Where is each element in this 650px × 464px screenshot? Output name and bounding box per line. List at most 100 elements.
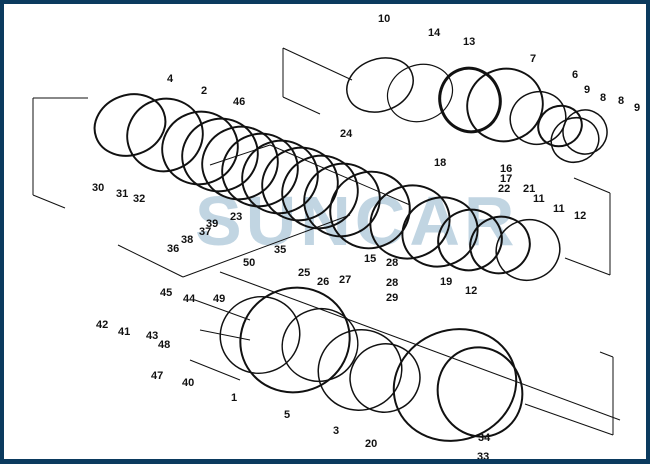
- part-callout-47[interactable]: 47: [151, 370, 163, 382]
- ring-part: [495, 219, 561, 281]
- part-callout-29[interactable]: 29: [386, 292, 398, 304]
- guide-line: [219, 271, 621, 421]
- part-callout-39[interactable]: 39: [206, 218, 218, 230]
- part-callout-13[interactable]: 13: [463, 36, 475, 48]
- part-callout-12[interactable]: 12: [574, 210, 586, 222]
- part-callout-38[interactable]: 38: [181, 234, 193, 246]
- part-callout-50[interactable]: 50: [243, 257, 255, 269]
- part-callout-45[interactable]: 45: [160, 287, 172, 299]
- guide-line: [194, 299, 251, 321]
- part-callout-9[interactable]: 9: [584, 84, 590, 96]
- ring-part: [369, 184, 451, 260]
- ring-part: [466, 67, 544, 143]
- ring-part: [386, 63, 454, 123]
- part-callout-44[interactable]: 44: [183, 293, 196, 305]
- guide-line: [524, 403, 614, 436]
- part-callout-2[interactable]: 2: [201, 85, 207, 97]
- ring-part: [219, 296, 301, 374]
- guide-line: [282, 47, 353, 81]
- part-callout-25[interactable]: 25: [298, 267, 310, 279]
- ring-part: [392, 328, 518, 442]
- guide-line: [564, 257, 611, 276]
- part-callout-42[interactable]: 42: [96, 319, 108, 331]
- part-callout-28[interactable]: 28: [386, 277, 398, 289]
- ring-part: [281, 308, 359, 382]
- part-callout-11[interactable]: 11: [533, 193, 545, 205]
- part-callout-28[interactable]: 28: [386, 257, 398, 269]
- watermark: SUNCAR: [195, 182, 518, 260]
- part-callout-16[interactable]: 16: [500, 163, 512, 175]
- part-callout-17[interactable]: 17: [500, 173, 512, 185]
- guide-line: [182, 214, 351, 278]
- ring-part: [93, 93, 167, 157]
- part-callout-18[interactable]: 18: [434, 157, 446, 169]
- guide-line: [599, 351, 614, 358]
- part-callout-37[interactable]: 37: [199, 226, 211, 238]
- part-callout-34[interactable]: 34: [478, 432, 491, 444]
- part-callout-40[interactable]: 40: [182, 377, 194, 389]
- part-callout-35[interactable]: 35: [274, 244, 286, 256]
- guide-line: [117, 244, 184, 278]
- ring-part: [239, 286, 351, 394]
- ring-part: [438, 66, 502, 134]
- ring-part: [221, 132, 299, 208]
- part-callout-1[interactable]: 1: [231, 392, 237, 404]
- ring-part: [329, 170, 411, 250]
- guide-line: [32, 194, 66, 209]
- part-callout-10[interactable]: 10: [378, 13, 390, 25]
- part-callout-21[interactable]: 21: [523, 183, 535, 195]
- part-callout-43[interactable]: 43: [146, 330, 158, 342]
- ring-part: [261, 146, 339, 222]
- guide-line: [199, 329, 251, 341]
- part-callout-30[interactable]: 30: [92, 182, 104, 194]
- part-callout-31[interactable]: 31: [116, 188, 128, 200]
- ring-part: [469, 215, 531, 275]
- ring-part: [201, 125, 279, 201]
- ring-part: [181, 117, 259, 193]
- guide-line: [209, 144, 271, 166]
- ring-part: [401, 196, 479, 268]
- part-callout-6[interactable]: 6: [572, 69, 578, 81]
- part-callout-48[interactable]: 48: [158, 339, 170, 351]
- guide-line: [573, 177, 611, 194]
- part-callout-22[interactable]: 22: [498, 183, 510, 195]
- part-callout-12[interactable]: 12: [465, 285, 477, 297]
- ring-part: [550, 117, 600, 163]
- ring-part: [562, 109, 608, 155]
- ring-part: [161, 110, 239, 186]
- ring-part: [436, 346, 524, 438]
- guide-line: [282, 96, 321, 115]
- part-callout-19[interactable]: 19: [440, 276, 452, 288]
- part-callout-32[interactable]: 32: [133, 193, 145, 205]
- ring-part: [349, 343, 421, 413]
- ring-part: [241, 139, 319, 215]
- ring-part: [303, 162, 381, 238]
- ring-part: [126, 97, 204, 173]
- part-callout-7[interactable]: 7: [530, 53, 536, 65]
- part-callout-14[interactable]: 14: [428, 27, 441, 39]
- part-callout-4[interactable]: 4: [167, 73, 174, 85]
- part-callout-36[interactable]: 36: [167, 243, 179, 255]
- part-callout-8[interactable]: 8: [600, 92, 606, 104]
- part-callout-5[interactable]: 5: [284, 409, 290, 421]
- part-callout-41[interactable]: 41: [118, 326, 130, 338]
- part-callout-15[interactable]: 15: [364, 253, 376, 265]
- part-callout-49[interactable]: 49: [213, 293, 225, 305]
- part-callout-11[interactable]: 11: [553, 203, 565, 215]
- part-callout-33[interactable]: 33: [477, 451, 489, 459]
- part-callout-23[interactable]: 23: [230, 211, 242, 223]
- part-callout-20[interactable]: 20: [365, 438, 377, 450]
- ring-part: [317, 329, 403, 411]
- part-callout-9[interactable]: 9: [634, 102, 640, 114]
- ring-part: [509, 91, 567, 145]
- ring-part: [346, 57, 414, 113]
- part-callout-8[interactable]: 8: [618, 95, 624, 107]
- part-callout-24[interactable]: 24: [340, 128, 353, 140]
- part-callout-46[interactable]: 46: [233, 96, 245, 108]
- part-callout-3[interactable]: 3: [333, 425, 339, 437]
- part-callout-26[interactable]: 26: [317, 276, 329, 288]
- part-callout-27[interactable]: 27: [339, 274, 351, 286]
- guide-line: [189, 359, 241, 381]
